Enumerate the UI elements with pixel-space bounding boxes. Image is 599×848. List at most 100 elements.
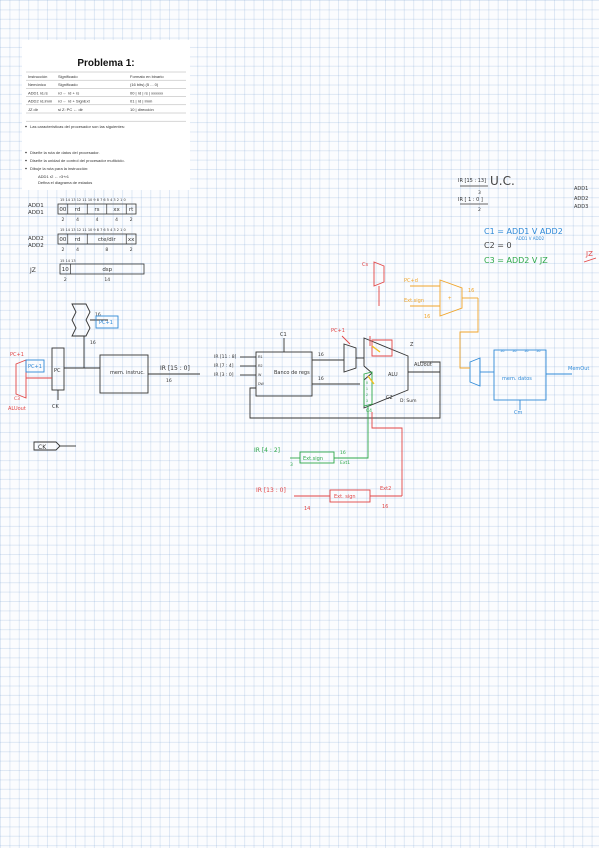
datapath-red: PC+1 C3 ALUout PC+1 IR [13 : 0] 14 Ext. … — [8, 261, 403, 512]
bullet-dot — [25, 151, 27, 154]
highlight-mark-2 — [367, 375, 375, 385]
ck-label: CK — [38, 444, 47, 451]
format-frame — [57, 233, 137, 245]
ext-big-out-width: 16 — [382, 504, 388, 510]
bullet-dot — [25, 167, 27, 170]
format-add1-bits: 15 14 13 12 11 10 9 8 7 6 5 4 3 2 1 0 — [60, 198, 126, 202]
ext-small-tag: Ext1 — [340, 460, 350, 466]
format-width: 2 — [130, 247, 133, 253]
control-input-2: IR [ 1 : 0 ] — [458, 197, 483, 203]
imem-label: mem. instruc. — [110, 370, 145, 376]
alu-sel: C4 — [366, 408, 372, 414]
ext-big-in-width: 14 — [304, 506, 310, 512]
ext-big-label: Ext. sign — [334, 494, 356, 500]
table-cell: 00 | rd | rs | xxxxxx — [130, 90, 163, 95]
table-cell: 01 | rd | Imm — [130, 99, 153, 104]
pc-adder — [439, 279, 463, 317]
pc-mux-in: ALUout — [8, 406, 26, 412]
ext-big-tag: Ext2 — [380, 486, 391, 492]
pc-write-tag — [25, 359, 45, 373]
ir-width: 16 — [166, 378, 172, 384]
alu-out-reg: D: Sum — [400, 398, 417, 404]
control-opcode-2: ADD2 — [574, 196, 588, 202]
register-bank — [255, 351, 313, 397]
control-unit: U.C. IR [15 : 13] 3 IR [ 1 : 0 ] 2 ADD1 … — [458, 174, 597, 265]
pc-mux-tag: Cs — [362, 262, 368, 268]
format-field: rs — [94, 207, 99, 213]
ext-small-to-mux — [360, 406, 369, 459]
rf-out-width-a: 16 — [318, 352, 324, 358]
pc-write-label: PC+1 — [10, 352, 24, 358]
alu-b-sel: C2 — [386, 395, 393, 401]
pc-adder-plus: + — [448, 296, 452, 302]
table-cell: Instrucción — [28, 74, 47, 79]
ext-small-label: Ext.sign — [303, 456, 323, 462]
code-line: ADD1 r2 ← r3+r1 — [38, 174, 70, 179]
format-width: 2 — [64, 277, 67, 283]
format-width: 2 — [61, 217, 64, 223]
code-line: Defina el diagrama de estados — [38, 180, 92, 185]
control-eq-c1-note: ADD1 V ADD2 — [516, 236, 545, 241]
table-cell: 10 | dirección — [130, 107, 154, 112]
ext-small-width: 16 — [340, 450, 346, 456]
control-input-1: IR [15 : 13] — [458, 178, 486, 184]
table-cell: Significado — [58, 74, 78, 79]
dmem-ctrl: Cm — [514, 410, 522, 416]
bullet-text: Dibuje la ruta para la instrucción: — [30, 166, 88, 171]
ext-big-to-mux — [371, 412, 403, 496]
format-width: 4 — [76, 217, 79, 223]
alu-out-label: ALUout — [414, 362, 432, 368]
pc-register-label: PC — [54, 368, 61, 374]
data-memory — [493, 349, 547, 401]
alu-b-mux — [363, 371, 373, 407]
pc-mux-sel: C3 — [14, 396, 20, 402]
control-input-2-width: 2 — [478, 207, 481, 213]
format-frame — [59, 263, 145, 275]
jz-target-arrow — [583, 257, 597, 263]
zero-flag: Z — [410, 342, 414, 348]
rf-port-r1: R1 — [258, 355, 263, 359]
datapath-yellow — [367, 345, 381, 385]
control-title: U.C. — [490, 174, 515, 188]
format-width: 2 — [61, 247, 64, 253]
table-cell: rd ← rd + rs — [58, 90, 79, 95]
alu-label: ALU — [388, 372, 398, 378]
format-field: 00 — [59, 207, 66, 213]
table-cell: si Z: PC ← dir — [58, 107, 84, 112]
bullet-text: Diseñe la ruta de datos del procesador. — [30, 150, 100, 155]
bullet-text: Las características del procesador son l… — [30, 124, 125, 129]
table-cell: (16 bits) (5 ... 0) — [130, 82, 159, 87]
format-width: 14 — [104, 277, 110, 283]
table-cell: ADD1 rd,rs — [28, 90, 48, 95]
ck-tag — [33, 441, 61, 451]
pc-incrementer — [71, 303, 91, 337]
format-width: 2 — [130, 217, 133, 223]
control-opcode-1: ADD1 — [574, 186, 588, 192]
format-field: rd — [75, 237, 81, 243]
problem-background — [22, 40, 190, 190]
table-cell: JZ dir — [28, 107, 39, 112]
datapath-green: 0 1 2 3 C4 IR [4 : 2] 3 Ext.sign 16 Ext1 — [254, 371, 373, 468]
format-field: 00 — [59, 237, 66, 243]
datapath-black: PC CK 16 16 mem. instruc. IR [15 : 0] 16… — [33, 303, 441, 451]
ext-sign-small — [299, 451, 335, 464]
pc-inc-tag — [95, 315, 119, 329]
format-frame — [57, 203, 137, 215]
dmem-port-2: 16 — [512, 348, 517, 353]
dmem-port-4: 16 — [536, 348, 541, 353]
alu-a-mux — [343, 343, 357, 373]
format-add2-bits: 15 14 13 12 11 10 9 8 7 6 5 4 3 2 1 0 — [60, 228, 126, 232]
alu-b-choice-0: 0 — [366, 381, 368, 385]
pc-sum-mux — [373, 261, 385, 287]
pc-write-tag-label: PC+1 — [28, 364, 42, 370]
format-field: rt — [129, 207, 134, 213]
alu-b-choice-3: 3 — [366, 399, 368, 403]
table-cell: ADD2 rd,Imm — [28, 99, 53, 104]
bullet-text: Diseñe la unidad de control del procesad… — [30, 158, 125, 163]
control-eq-c1: C1 = ADD1 V ADD2 — [484, 227, 563, 236]
format-add2-label: ADD2 — [28, 236, 44, 242]
